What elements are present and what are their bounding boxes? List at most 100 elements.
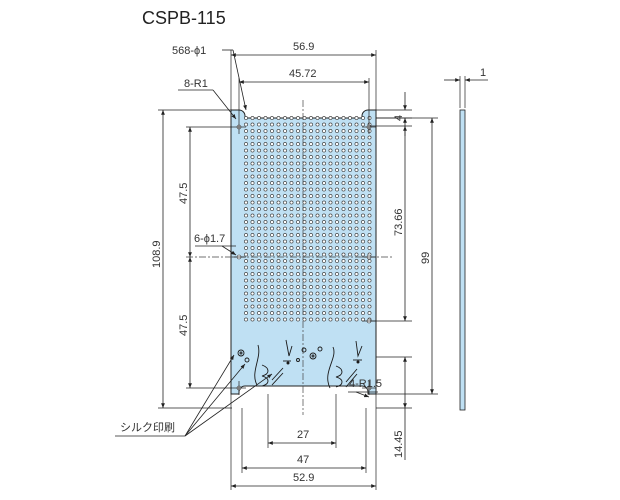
grid-hole (322, 311, 326, 315)
grid-hole (315, 278, 320, 283)
grid-hole (322, 116, 326, 120)
grid-hole (341, 298, 346, 302)
grid-hole (283, 213, 287, 218)
grid-hole (270, 194, 274, 198)
grid-hole (263, 304, 268, 309)
grid-hole (367, 174, 372, 179)
grid-hole (244, 259, 248, 263)
grid-hole (250, 246, 255, 250)
grid-hole (309, 155, 313, 159)
grid-hole (257, 207, 261, 211)
grid-hole (283, 122, 287, 127)
grid-hole (348, 213, 352, 218)
grid-hole (296, 259, 300, 263)
grid-hole (361, 213, 365, 218)
grid-hole (244, 233, 248, 237)
callout-silk-print-label: シルク印刷 (120, 421, 175, 434)
grid-hole (257, 259, 261, 263)
grid-hole (276, 148, 281, 153)
grid-hole (302, 116, 307, 120)
grid-hole (302, 304, 307, 309)
grid-hole (322, 252, 326, 257)
grid-hole (257, 187, 261, 192)
grid-hole (354, 259, 359, 263)
grid-hole (296, 304, 300, 309)
grid-hole (348, 317, 352, 322)
grid-hole (296, 233, 300, 237)
grid-hole (335, 135, 339, 140)
grid-hole (302, 298, 307, 302)
grid-hole (354, 265, 359, 270)
dim-overall-height: 99 (376, 117, 438, 395)
grid-hole (335, 142, 339, 146)
grid-hole (367, 142, 372, 146)
grid-hole (263, 220, 268, 224)
grid-hole (244, 239, 248, 244)
grid-hole (250, 311, 255, 315)
grid-hole (367, 226, 372, 231)
grid-hole (263, 239, 268, 244)
grid-hole (302, 213, 307, 218)
grid-hole (257, 142, 261, 146)
grid-hole (263, 298, 268, 302)
grid-hole (289, 129, 294, 133)
grid-hole (367, 168, 372, 172)
grid-hole (361, 265, 365, 270)
grid-hole (367, 116, 372, 120)
grid-hole (250, 265, 255, 270)
grid-hole (322, 265, 326, 270)
grid-hole (348, 272, 352, 276)
grid-hole (348, 200, 352, 205)
grid-hole (244, 252, 248, 257)
grid-hole (276, 265, 281, 270)
grid-hole (354, 174, 359, 179)
grid-hole (315, 265, 320, 270)
grid-hole (309, 174, 313, 179)
grid-hole (244, 142, 248, 146)
grid-hole (322, 174, 326, 179)
grid-hole (270, 142, 274, 146)
grid-hole (296, 194, 300, 198)
grid-hole (244, 272, 248, 276)
grid-hole (302, 148, 307, 153)
grid-hole (270, 259, 274, 263)
dim-grid-height-label: 73.66 (393, 208, 405, 236)
grid-hole (296, 298, 300, 302)
grid-hole (341, 311, 346, 315)
grid-hole (322, 194, 326, 198)
grid-hole (309, 116, 313, 120)
grid-hole (263, 148, 268, 153)
grid-hole (341, 116, 346, 120)
grid-hole (257, 135, 261, 140)
grid-hole (348, 181, 352, 185)
grid-hole (302, 226, 307, 231)
grid-hole (289, 155, 294, 159)
grid-hole (361, 129, 365, 133)
grid-hole (335, 213, 339, 218)
grid-hole (322, 317, 326, 322)
dim-width-inner: 45.72 (238, 68, 370, 120)
grid-hole (302, 135, 307, 140)
grid-hole (315, 291, 320, 296)
grid-hole (328, 187, 333, 192)
grid-hole (328, 213, 333, 218)
grid-hole (348, 252, 352, 257)
grid-hole (367, 213, 372, 218)
grid-hole (354, 142, 359, 146)
grid-hole (309, 187, 313, 192)
dim-bottom-529-label: 52.9 (293, 472, 314, 484)
grid-hole (263, 207, 268, 211)
grid-hole (309, 194, 313, 198)
grid-hole (283, 304, 287, 309)
grid-hole (322, 135, 326, 140)
grid-hole (367, 304, 372, 309)
grid-hole (289, 220, 294, 224)
grid-hole (302, 272, 307, 276)
grid-hole (250, 207, 255, 211)
grid-hole (270, 278, 274, 283)
grid-hole (263, 213, 268, 218)
grid-hole (302, 122, 307, 127)
grid-hole (244, 304, 248, 309)
grid-hole (296, 116, 300, 120)
